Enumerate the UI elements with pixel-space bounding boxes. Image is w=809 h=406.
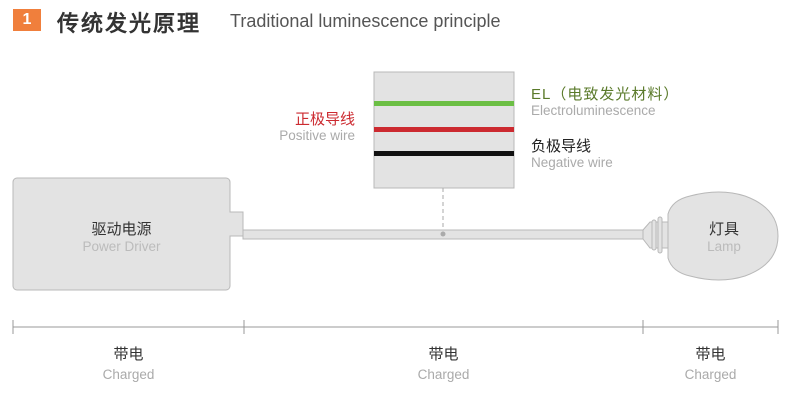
negative-label-en: Negative wire <box>531 155 613 170</box>
title-en: Traditional luminescence principle <box>230 11 501 31</box>
title-cn: 传统发光原理 <box>57 11 202 36</box>
lamp-label-en: Lamp <box>707 239 741 254</box>
positive-label-en: Positive wire <box>279 128 355 143</box>
segment-lamp: 带电 Charged <box>643 343 778 382</box>
el-layer <box>374 101 514 106</box>
section-number-badge: 1 <box>13 9 41 31</box>
el-label-cn: EL（电致发光材料） <box>531 86 680 103</box>
el-label-en: Electroluminescence <box>531 103 656 118</box>
positive-label-cn: 正极导线 <box>294 111 355 128</box>
power-driver-shape <box>12 177 244 291</box>
segment-driver: 带电 Charged <box>13 343 244 382</box>
segment-label-en: Charged <box>102 367 155 382</box>
segment-label-cn: 带电 <box>428 346 459 363</box>
lamp-bulb <box>667 191 779 281</box>
positive-wire <box>374 127 514 132</box>
segment-label-cn: 带电 <box>695 346 726 363</box>
segment-label-en: Charged <box>417 367 470 382</box>
negative-wire <box>374 151 514 156</box>
segment-cable: 带电 Charged <box>244 343 643 382</box>
segment-label-cn: 带电 <box>113 346 144 363</box>
driver-label-en: Power Driver <box>82 239 161 254</box>
segment-label-en: Charged <box>684 367 737 382</box>
driver-label-cn: 驱动电源 <box>91 221 152 238</box>
callout-dot <box>440 231 446 237</box>
lamp-label-cn: 灯具 <box>708 221 739 238</box>
negative-label-cn: 负极导线 <box>531 138 592 155</box>
